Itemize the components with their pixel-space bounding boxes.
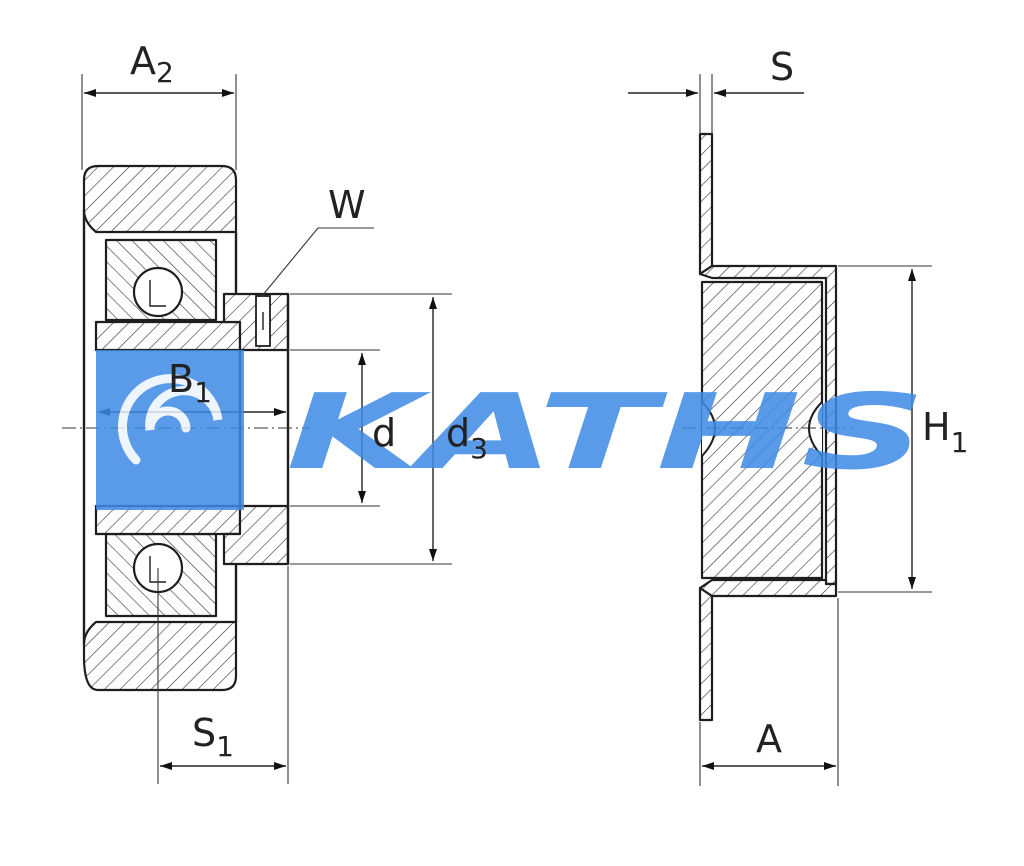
dimension-labels: A2 W B1 d d3 S1 S H1 A	[130, 39, 968, 763]
inner-ring-bottom	[94, 504, 242, 536]
ball-top	[132, 266, 184, 318]
label-d3-sub: 3	[470, 432, 488, 465]
inner-ring-top	[94, 320, 242, 352]
watermark: KATHS	[96, 350, 926, 510]
outer-ring-top	[82, 164, 238, 234]
label-b1-sub: 1	[194, 376, 212, 409]
label-a: A	[756, 717, 782, 761]
label-a2: A	[130, 39, 156, 83]
right-view-dimensions	[628, 74, 932, 786]
housing-shell-bottom	[698, 578, 838, 598]
watermark-logo-swirl	[118, 374, 223, 465]
housing-bearing-body	[700, 280, 824, 580]
svg-text:S1: S1	[192, 711, 234, 763]
right-view-section	[698, 132, 838, 722]
label-d3: d	[446, 411, 470, 455]
svg-text:B1: B1	[168, 357, 212, 409]
label-h1: H	[922, 405, 951, 449]
label-h1-sub: 1	[951, 426, 969, 459]
label-s: S	[770, 45, 794, 89]
flange-plate-bottom	[698, 586, 714, 722]
flange-plate-top	[698, 132, 714, 276]
watermark-text: KATHS	[286, 371, 926, 493]
label-s1: S	[192, 711, 216, 755]
outer-ring-bottom	[82, 620, 238, 692]
svg-text:A2: A2	[130, 39, 174, 89]
dim-w-leader	[261, 227, 374, 297]
ball-top-cage	[149, 280, 166, 307]
label-w: W	[328, 183, 366, 227]
ball-bottom-cage	[149, 556, 166, 583]
svg-text:H1: H1	[922, 405, 968, 459]
label-s1-sub: 1	[216, 730, 234, 763]
label-b1: B	[168, 357, 194, 401]
svg-text:d3: d3	[446, 411, 488, 465]
label-a2-sub: 2	[156, 56, 174, 89]
label-d: d	[372, 411, 396, 455]
